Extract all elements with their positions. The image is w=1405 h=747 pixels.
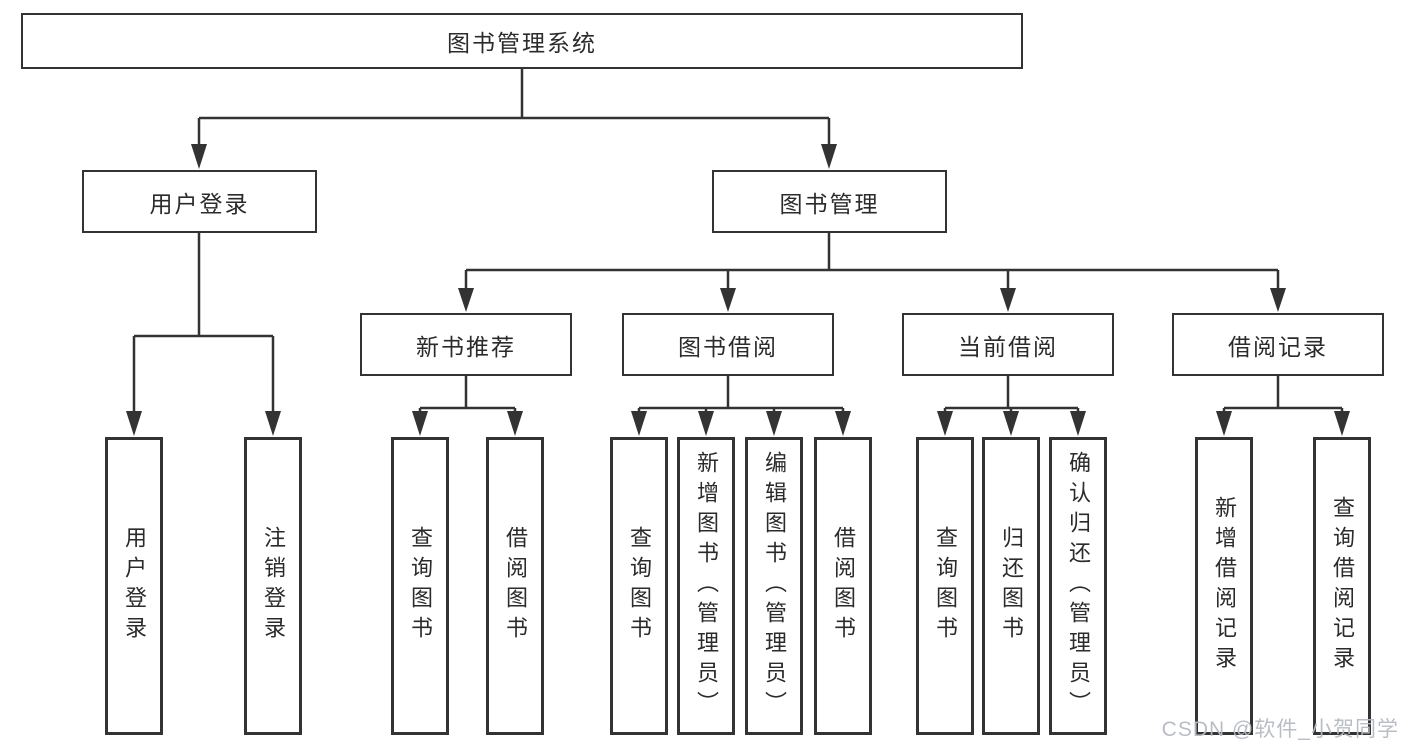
leaf-logout: 注销登录: [244, 437, 302, 735]
leaf-label: 确认归还（管理员）: [1066, 451, 1091, 721]
leaf-label: 编辑图书（管理员）: [762, 451, 787, 721]
leaf-label: 新增图书（管理员）: [694, 451, 719, 721]
leaf-label: 归还图书: [999, 526, 1024, 646]
leaf-query-books-borrowing: 查询图书: [610, 437, 668, 735]
node-label: 用户登录: [149, 190, 250, 217]
node-book-management: 图书管理: [712, 170, 947, 233]
leaf-label: 借阅图书: [503, 526, 528, 646]
leaf-query-books-recommend: 查询图书: [391, 437, 449, 735]
node-book-borrowing: 图书借阅: [622, 313, 834, 376]
node-label: 图书管理: [779, 190, 880, 217]
leaf-label: 注销登录: [261, 526, 286, 646]
node-label: 新书推荐: [416, 333, 516, 360]
node-label: 图书借阅: [678, 333, 778, 360]
leaf-label: 用户登录: [122, 526, 147, 646]
node-current-borrowing: 当前借阅: [902, 313, 1114, 376]
leaf-borrow-books-recommend: 借阅图书: [486, 437, 544, 735]
leaf-query-borrow-record: 查询借阅记录: [1313, 437, 1371, 735]
node-label: 图书管理系统: [447, 30, 597, 56]
leaf-label: 查询图书: [933, 526, 958, 646]
leaf-user-login: 用户登录: [105, 437, 163, 735]
node-borrowing-records: 借阅记录: [1172, 313, 1384, 376]
leaf-label: 查询图书: [408, 526, 433, 646]
node-new-book-recommend: 新书推荐: [360, 313, 572, 376]
leaf-query-books-current: 查询图书: [916, 437, 974, 735]
leaf-label: 查询借阅记录: [1330, 496, 1355, 676]
csdn-watermark: CSDN @软件_小贺同学: [1161, 718, 1399, 741]
node-label: 当前借阅: [958, 333, 1058, 360]
leaf-confirm-return-admin: 确认归还（管理员）: [1049, 437, 1107, 735]
node-label: 借阅记录: [1228, 333, 1328, 360]
leaf-add-borrow-record: 新增借阅记录: [1195, 437, 1253, 735]
leaf-borrow-books: 借阅图书: [814, 437, 872, 735]
leaf-edit-books-admin: 编辑图书（管理员）: [745, 437, 803, 735]
arrowheads: [126, 144, 1350, 436]
leaf-label: 借阅图书: [831, 526, 856, 646]
node-root-system: 图书管理系统: [21, 13, 1023, 69]
leaf-label: 查询图书: [627, 526, 652, 646]
node-user-login: 用户登录: [82, 170, 317, 233]
leaf-return-books: 归还图书: [982, 437, 1040, 735]
leaf-label: 新增借阅记录: [1212, 496, 1237, 676]
leaf-add-books-admin: 新增图书（管理员）: [677, 437, 735, 735]
